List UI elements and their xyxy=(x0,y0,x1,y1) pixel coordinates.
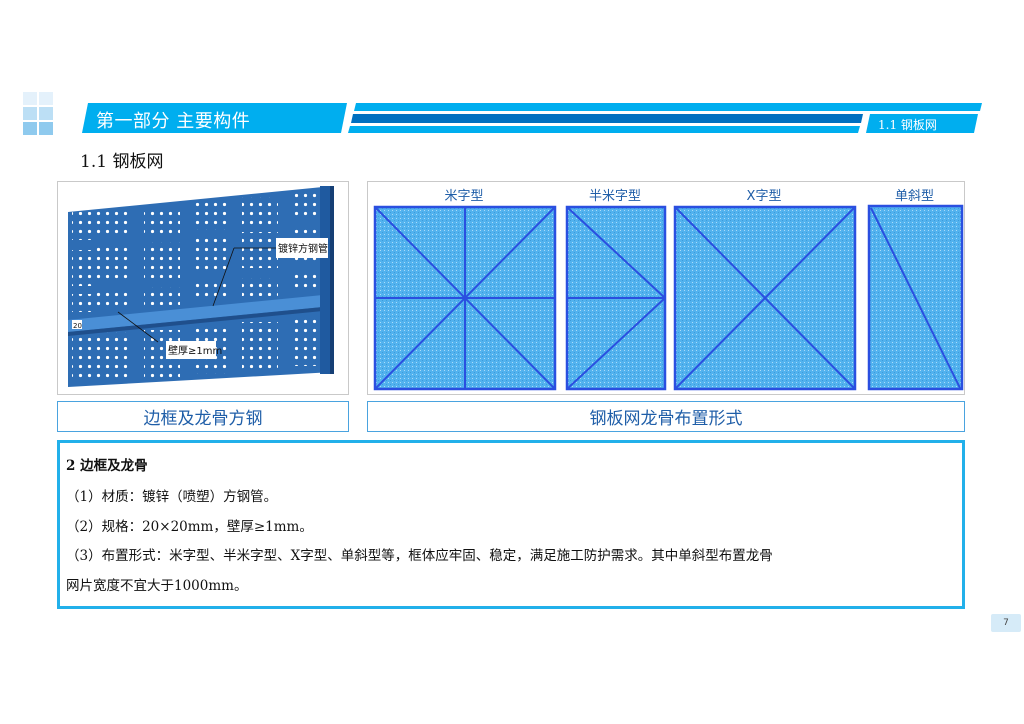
spec-line-size: （2）规格：20×20mm，壁厚≥1mm。 xyxy=(66,518,313,535)
keel-layout-illustration xyxy=(373,204,964,391)
steel-mesh-photo: 镀锌方钢管 壁厚≥1mm 20 xyxy=(57,181,349,395)
panel-label-single: 单斜型 xyxy=(894,189,934,204)
logo-cell xyxy=(23,107,37,120)
section-tag-banner xyxy=(866,114,978,133)
keel-layout-diagrams xyxy=(367,181,965,395)
logo-cell xyxy=(39,107,53,120)
section-tag: 1.1 钢板网 xyxy=(878,118,937,132)
callout-size-label: 20 xyxy=(73,322,82,330)
photo-caption: 边框及龙骨方钢 xyxy=(57,401,349,432)
panel-single-diagonal xyxy=(867,204,964,391)
logo-cell xyxy=(39,122,53,135)
page-number: 7 xyxy=(991,614,1021,632)
spec-text-panel: 2 边框及龙骨 （1）材质：镀锌（喷塑）方钢管。 （2）规格：20×20mm，壁… xyxy=(57,440,965,609)
spec-line-material: （1）材质：镀锌（喷塑）方钢管。 xyxy=(66,489,278,505)
panel-label-half-mi: 半米字型 xyxy=(588,189,641,204)
header-stripe-bottom xyxy=(348,126,860,133)
logo-cell xyxy=(23,122,37,135)
panel-label-x: X字型 xyxy=(746,189,782,204)
logo-grid-icon xyxy=(23,92,53,135)
part-title-banner xyxy=(82,103,347,133)
spec-heading: 2 边框及龙骨 xyxy=(66,458,148,474)
header-stripe-top xyxy=(354,103,982,111)
panel-mi-shape xyxy=(373,205,557,391)
spec-line-width-limit: 网片宽度不宜大于1000mm。 xyxy=(66,577,248,594)
section-title: 1.1 钢板网 xyxy=(80,152,164,172)
logo-cell xyxy=(23,92,37,105)
part-title: 第一部分 主要构件 xyxy=(96,111,251,132)
panel-label-mi: 米字型 xyxy=(444,189,484,204)
header-stripe-middle xyxy=(351,114,863,123)
steel-mesh-illustration: 镀锌方钢管 壁厚≥1mm 20 xyxy=(68,186,334,387)
logo-cell xyxy=(39,92,53,105)
callout-thickness-label: 壁厚≥1mm xyxy=(168,344,222,357)
diagram-caption: 钢板网龙骨布置形式 xyxy=(367,401,965,432)
spec-line-layout: （3）布置形式：米字型、半米字型、X字型、单斜型等，框体应牢固、稳定，满足施工防… xyxy=(66,548,773,564)
panel-half-mi-shape xyxy=(565,205,667,391)
callout-pipe-label: 镀锌方钢管 xyxy=(278,242,328,255)
panel-x-shape xyxy=(673,205,857,391)
